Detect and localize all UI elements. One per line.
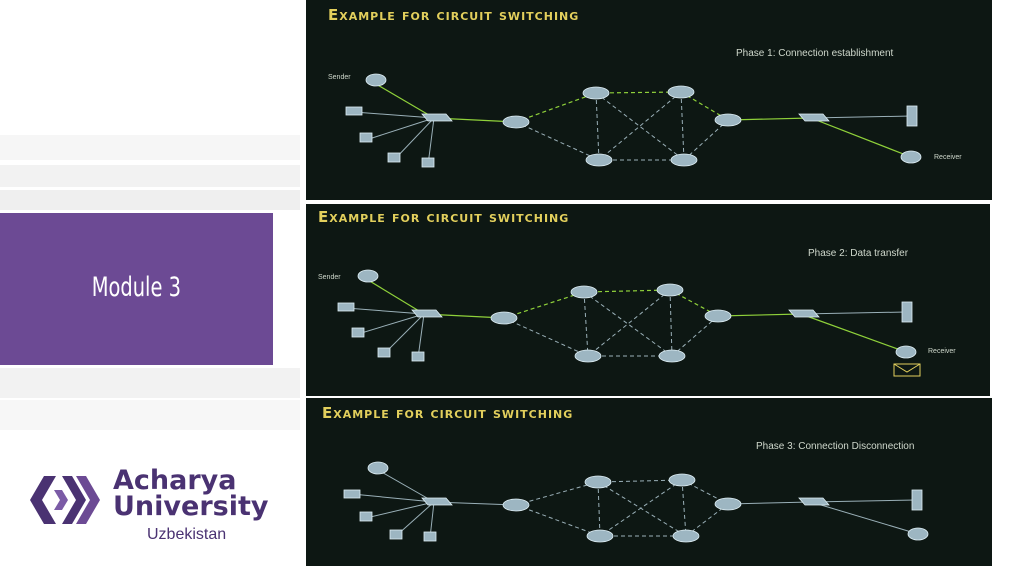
module-label: Module 3 — [91, 272, 181, 303]
network-diagram — [337, 269, 921, 377]
network-diagram — [343, 461, 929, 543]
phase-label: Phase 2: Data transfer — [808, 248, 909, 259]
background-band — [0, 368, 300, 398]
logo-line-3: Uzbekistan — [147, 526, 227, 543]
diagram-panel-1: Example for circuit switching Phase 1: C… — [306, 0, 992, 200]
receiver-label: Receiver — [934, 154, 962, 161]
phase-label: Phase 3: Connection Disconnection — [756, 441, 915, 452]
sender-label: Sender — [318, 274, 341, 281]
envelope-icon — [893, 363, 921, 377]
sender-label: Sender — [328, 74, 351, 81]
background-band — [0, 165, 300, 187]
module-box — [0, 213, 273, 365]
logo-line-2: University — [113, 491, 269, 522]
panel-title: Example for circuit switching — [322, 404, 574, 422]
panel-title: Example for circuit switching — [318, 208, 570, 226]
background-band — [0, 400, 300, 430]
diagram-panel-3: Example for circuit switching Phase 3: C… — [306, 398, 992, 566]
diagram-panel-2: Example for circuit switching Phase 2: D… — [306, 204, 990, 396]
receiver-label: Receiver — [928, 348, 956, 355]
university-logo: Acharya University Uzbekistan — [30, 464, 280, 554]
phase-label: Phase 1: Connection establishment — [736, 48, 894, 59]
logo-mark-icon — [30, 476, 100, 524]
network-diagram — [345, 73, 922, 168]
background-band — [0, 135, 300, 160]
panel-title: Example for circuit switching — [328, 6, 580, 24]
background-band — [0, 190, 300, 210]
logo-line-1: Acharya — [113, 465, 237, 496]
